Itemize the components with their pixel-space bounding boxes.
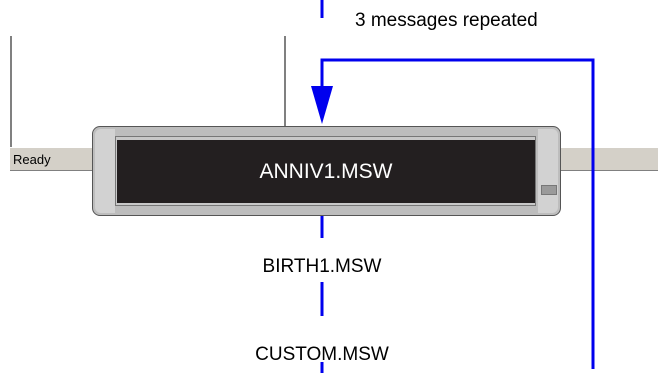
arrowhead-down-icon <box>311 86 333 124</box>
message-birth: BIRTH1.MSW <box>262 256 382 277</box>
repeat-loop-line <box>320 58 595 369</box>
message-custom: CUSTOM.MSW <box>255 344 389 365</box>
repeat-label: 3 messages repeated <box>355 10 538 31</box>
status-text: Ready <box>13 152 51 167</box>
sign-message: ANNIV1.MSW <box>259 159 393 183</box>
sign-end-cap-left <box>95 129 115 213</box>
sign-end-cap-right <box>538 129 558 213</box>
sign-display: ANNIV1.MSW <box>117 140 535 203</box>
sign-connector <box>541 185 557 195</box>
flow-lines <box>320 0 595 373</box>
